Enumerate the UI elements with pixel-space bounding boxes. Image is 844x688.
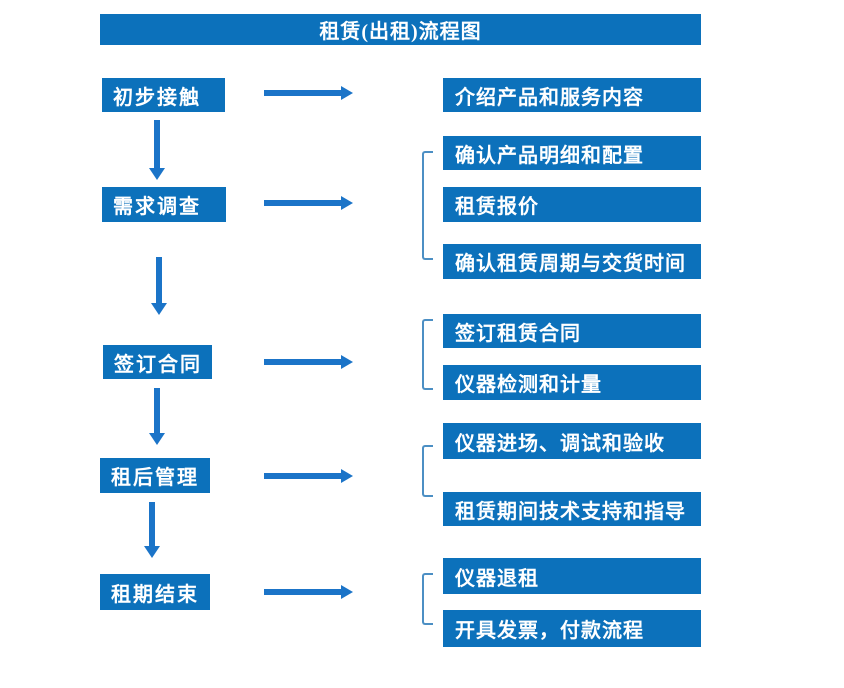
step-box-rental-end: 租期结束 <box>100 574 210 610</box>
output-box-invoice-payment: 开具发票，付款流程 <box>443 610 701 647</box>
right-arrowhead-icon <box>341 196 353 210</box>
down-arrow-2 <box>151 257 167 315</box>
right-arrow-4 <box>264 469 353 483</box>
right-arrowhead-icon <box>341 469 353 483</box>
step-box-post-rental-management: 租后管理 <box>100 458 210 493</box>
output-box-introduce-products: 介绍产品和服务内容 <box>443 78 701 112</box>
bracket-demand-survey-group <box>422 151 433 260</box>
bracket-sign-contract-group <box>422 319 433 390</box>
right-arrowhead-icon <box>341 355 353 369</box>
down-arrowhead-icon <box>149 433 165 445</box>
right-arrowhead-icon <box>341 86 353 100</box>
step-box-initial-contact: 初步接触 <box>102 78 225 112</box>
right-arrow-2 <box>264 196 353 210</box>
down-arrow-1 <box>149 120 165 180</box>
title-bar: 租赁(出租)流程图 <box>100 14 701 45</box>
right-arrow-5 <box>264 585 353 599</box>
output-box-rental-quote: 租赁报价 <box>443 187 701 222</box>
bracket-post-rental-group <box>422 445 433 497</box>
down-arrow-3 <box>149 388 165 445</box>
output-box-confirm-product-details: 确认产品明细和配置 <box>443 136 701 170</box>
bracket-rental-end-group <box>422 573 433 625</box>
page-title: 租赁(出租)流程图 <box>319 21 482 43</box>
down-arrowhead-icon <box>144 546 160 558</box>
right-arrowhead-icon <box>341 585 353 599</box>
right-arrow-1 <box>264 86 353 100</box>
output-box-instrument-testing: 仪器检测和计量 <box>443 365 701 400</box>
step-box-demand-survey: 需求调查 <box>102 187 226 222</box>
output-box-technical-support: 租赁期间技术支持和指导 <box>443 492 701 526</box>
output-box-instrument-setup-acceptance: 仪器进场、调试和验收 <box>443 423 701 459</box>
down-arrowhead-icon <box>149 168 165 180</box>
down-arrow-4 <box>144 502 160 558</box>
output-box-confirm-rental-period: 确认租赁周期与交货时间 <box>443 244 701 279</box>
output-box-instrument-return: 仪器退租 <box>443 558 701 594</box>
down-arrowhead-icon <box>151 303 167 315</box>
step-box-sign-contract: 签订合同 <box>103 345 212 379</box>
right-arrow-3 <box>264 355 353 369</box>
output-box-sign-rental-contract: 签订租赁合同 <box>443 314 701 348</box>
